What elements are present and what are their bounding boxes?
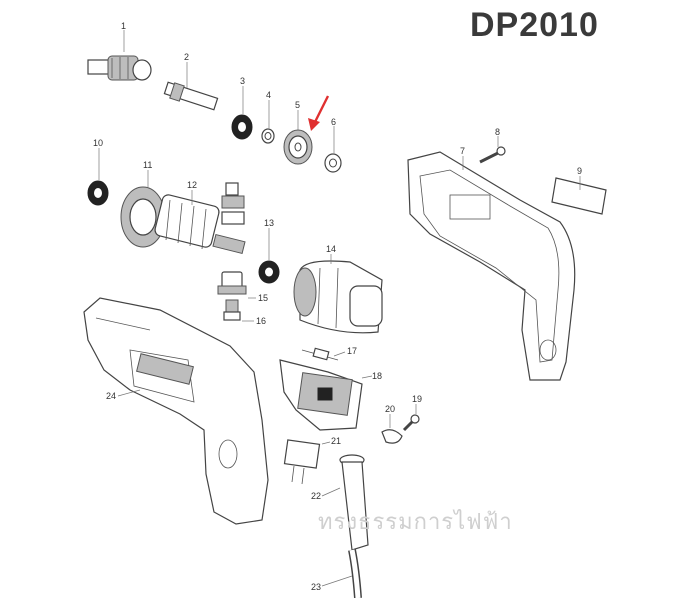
- callout-labels: 1 2 3 4 5 6 7 8 9 10 11 12 13 14 15 16 1…: [93, 21, 582, 592]
- callout-9: 9: [577, 166, 582, 176]
- part-2-spindle[interactable]: [163, 81, 219, 111]
- part-11-armature-fan[interactable]: [120, 186, 166, 248]
- callout-6: 6: [331, 117, 336, 127]
- part-9-label[interactable]: [551, 177, 607, 215]
- part-7-housing[interactable]: [407, 151, 576, 381]
- callout-1: 1: [121, 21, 126, 31]
- callout-12: 12: [187, 180, 197, 190]
- callout-19: 19: [412, 394, 422, 404]
- highlight-arrow: [308, 95, 330, 131]
- callout-11: 11: [143, 160, 152, 170]
- part-19-screw[interactable]: [402, 414, 420, 432]
- callout-24: 24: [106, 391, 116, 401]
- callout-15: 15: [258, 293, 268, 303]
- watermark: ทรงธรรมการไฟฟ้า: [318, 510, 513, 535]
- callout-20: 20: [385, 404, 395, 414]
- part-23-cord[interactable]: [348, 549, 362, 598]
- part-21-capacitor[interactable]: [283, 439, 321, 485]
- part-13-bearing[interactable]: [258, 260, 280, 284]
- part-18-switch[interactable]: [279, 359, 363, 431]
- callout-18: 18: [372, 371, 382, 381]
- part-14-field[interactable]: [293, 260, 383, 334]
- part-24-housing-left[interactable]: [83, 297, 269, 525]
- part-12-armature[interactable]: [154, 194, 246, 255]
- part-5-gear[interactable]: [283, 129, 313, 165]
- part-3-bearing[interactable]: [231, 114, 253, 140]
- callout-3: 3: [240, 76, 245, 86]
- callout-13: 13: [264, 218, 274, 228]
- callout-10: 10: [93, 138, 103, 148]
- leader-lines: [98, 30, 581, 587]
- part-8-screw[interactable]: [479, 146, 506, 164]
- callout-2: 2: [184, 52, 189, 62]
- callout-17: 17: [347, 346, 357, 356]
- model-title: DP2010: [470, 6, 599, 44]
- part-1-chuck[interactable]: [87, 55, 152, 81]
- part-22-cord-guard[interactable]: [339, 454, 369, 551]
- part-20-cord-clamp[interactable]: [381, 429, 403, 444]
- callout-4: 4: [266, 90, 271, 100]
- callout-14: 14: [326, 244, 336, 254]
- part-10-bearing[interactable]: [87, 180, 109, 206]
- callout-22: 22: [311, 491, 321, 501]
- carbon-brush-holder[interactable]: [221, 182, 245, 225]
- callout-5: 5: [295, 100, 300, 110]
- part-17-component[interactable]: [301, 347, 339, 361]
- part-6-washer[interactable]: [324, 153, 342, 173]
- callout-8: 8: [495, 127, 500, 137]
- callout-16: 16: [256, 316, 266, 326]
- part-15-brush-cap[interactable]: [217, 271, 247, 295]
- part-4-retaining-ring[interactable]: [261, 128, 275, 144]
- callout-23: 23: [311, 582, 321, 592]
- callout-21: 21: [331, 436, 341, 446]
- callout-7: 7: [460, 146, 465, 156]
- part-16-carbon-brush[interactable]: [223, 299, 241, 321]
